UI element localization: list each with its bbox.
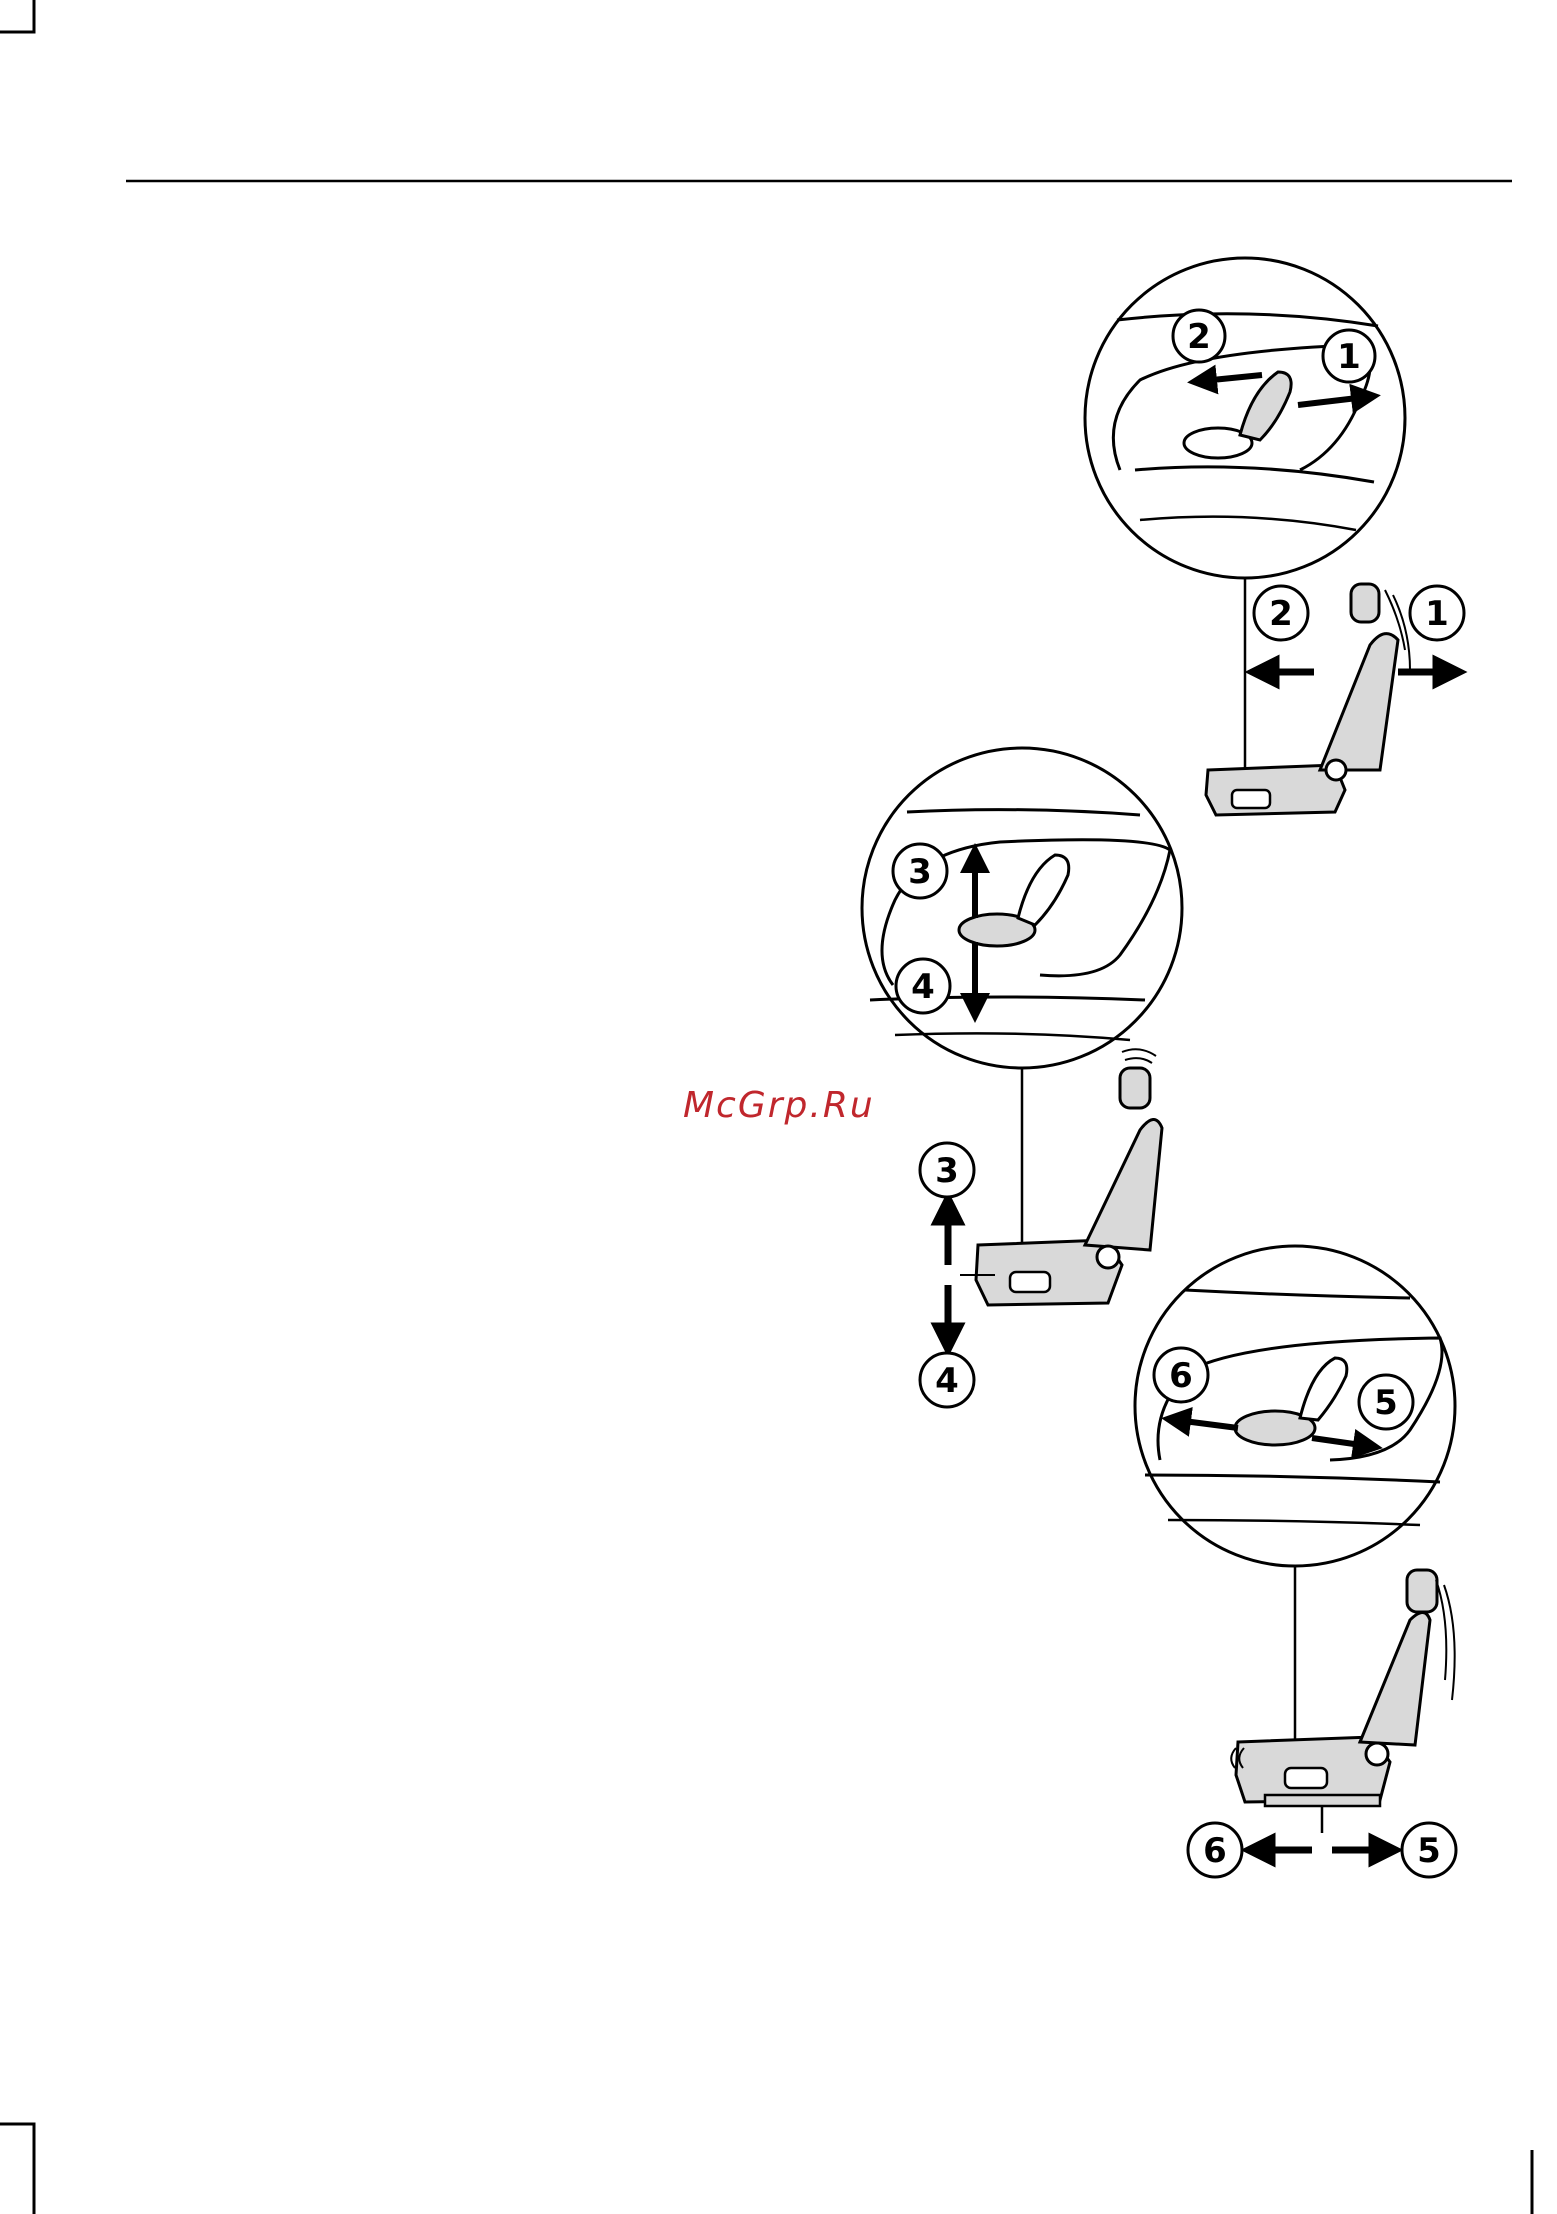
callout-1-detail: 1	[1323, 330, 1375, 382]
height-detail-circle	[862, 748, 1182, 1068]
callout-2-seat: 2	[1254, 586, 1308, 640]
cushion-seat	[1231, 1570, 1454, 1833]
callout-5-detail: 5	[1359, 1375, 1413, 1429]
callout-1-seat: 1	[1410, 586, 1464, 640]
svg-text:6: 6	[1169, 1356, 1193, 1396]
watermark-text: McGrp.Ru	[683, 1085, 875, 1126]
fore-aft-detail-circle	[1085, 258, 1405, 578]
callout-6-detail: 6	[1154, 1348, 1208, 1402]
callout-4-seat: 4	[920, 1353, 974, 1407]
svg-text:4: 4	[911, 967, 935, 1007]
callout-4-detail: 4	[896, 959, 950, 1013]
callout-3-seat: 3	[920, 1143, 974, 1197]
svg-text:5: 5	[1417, 1831, 1441, 1871]
svg-text:2: 2	[1187, 317, 1211, 357]
svg-text:1: 1	[1425, 594, 1449, 634]
callout-6-seat: 6	[1188, 1823, 1242, 1877]
height-seat	[960, 1049, 1162, 1305]
svg-text:6: 6	[1203, 1831, 1227, 1871]
svg-text:3: 3	[908, 852, 932, 892]
callout-2-detail: 2	[1173, 310, 1225, 362]
callout-5-seat: 5	[1402, 1823, 1456, 1877]
svg-text:3: 3	[935, 1151, 959, 1191]
svg-text:5: 5	[1374, 1383, 1398, 1423]
svg-text:2: 2	[1269, 594, 1293, 634]
callout-3-detail: 3	[893, 844, 947, 898]
svg-text:4: 4	[935, 1361, 959, 1401]
svg-text:1: 1	[1337, 337, 1361, 377]
